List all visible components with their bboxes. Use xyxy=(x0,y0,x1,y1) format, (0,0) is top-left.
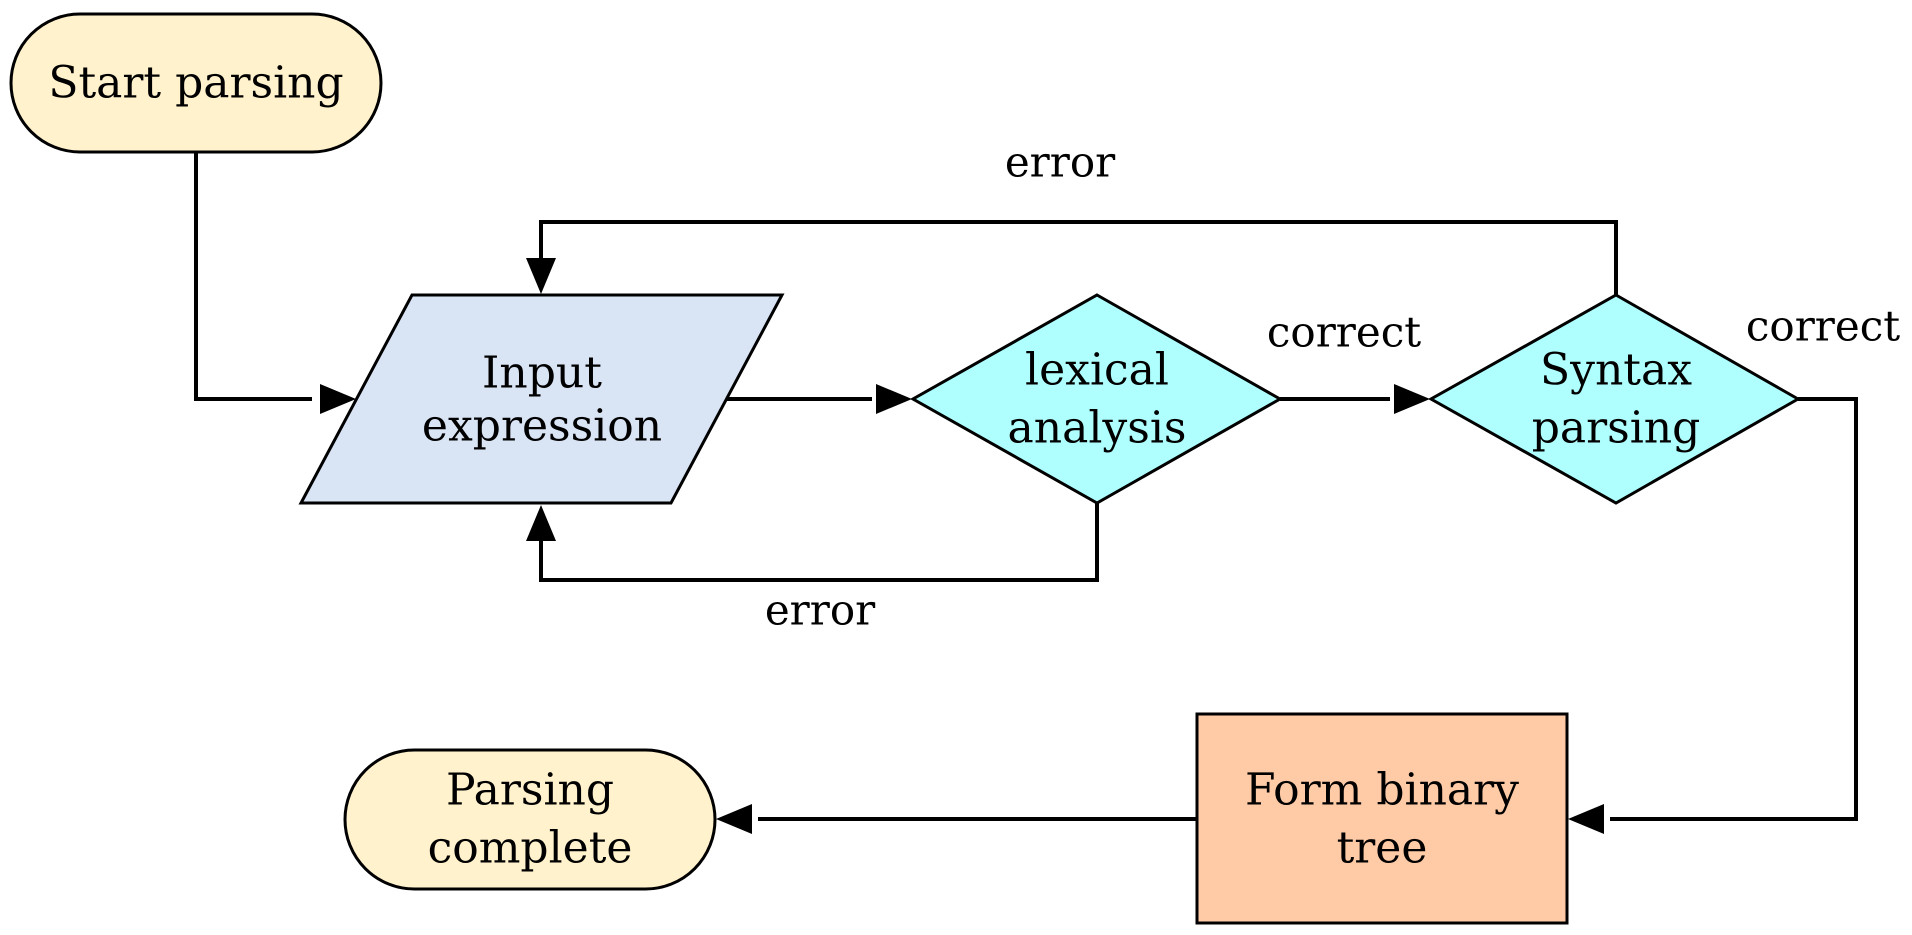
input-expression-line2: expression xyxy=(422,401,662,452)
arrowhead-start-to-input xyxy=(320,384,356,414)
node-form-binary-tree: Form binary tree xyxy=(1195,712,1569,925)
arrowhead-binary-to-complete xyxy=(716,804,752,834)
label-syntax-correct: correct xyxy=(1746,302,1900,351)
start-parsing-label: Start parsing xyxy=(48,58,343,109)
parsing-complete-line2: complete xyxy=(428,823,633,874)
edge-syntax-to-binary xyxy=(1610,397,1858,821)
label-lexical-error: error xyxy=(765,586,876,635)
arrowhead-input-to-lexical xyxy=(876,384,912,414)
form-binary-tree-line1: Form binary xyxy=(1245,765,1519,816)
node-syntax-parsing: Syntax parsing xyxy=(1427,293,1802,505)
label-lexical-correct: correct xyxy=(1267,308,1421,357)
lexical-analysis-line1: lexical xyxy=(1025,345,1169,396)
node-input-expression: Input expression xyxy=(298,293,785,505)
edge-labels: error error correct correct xyxy=(765,138,1900,635)
arrowhead-lexical-error-to-input xyxy=(526,505,556,541)
parsing-complete-line1: Parsing xyxy=(446,765,614,816)
node-lexical-analysis: lexical analysis xyxy=(909,293,1284,505)
lexical-analysis-line2: analysis xyxy=(1008,403,1187,454)
node-parsing-complete: Parsing complete xyxy=(343,748,717,891)
input-expression-line1: Input xyxy=(482,348,602,399)
input-parallelogram-shape xyxy=(298,293,785,505)
lexical-decision-shape xyxy=(909,293,1284,505)
form-binary-tree-line2: tree xyxy=(1337,823,1428,874)
edge-start-to-input xyxy=(194,152,312,401)
start-terminal-shape xyxy=(9,12,383,154)
syntax-parsing-line2: parsing xyxy=(1532,403,1701,454)
complete-terminal-shape xyxy=(343,748,717,891)
edge-syntax-error-to-input xyxy=(539,220,1618,295)
edge-lexical-error-to-input xyxy=(539,503,1099,582)
label-syntax-error: error xyxy=(1005,138,1116,187)
connectors xyxy=(194,152,1858,834)
syntax-parsing-line1: Syntax xyxy=(1540,345,1692,396)
binary-process-shape xyxy=(1195,712,1569,925)
arrowhead-lexical-to-syntax xyxy=(1394,384,1430,414)
syntax-decision-shape xyxy=(1427,293,1802,505)
node-start-parsing: Start parsing xyxy=(9,12,383,154)
arrowhead-syntax-error-to-input xyxy=(526,258,556,294)
arrowhead-syntax-to-binary xyxy=(1568,804,1604,834)
